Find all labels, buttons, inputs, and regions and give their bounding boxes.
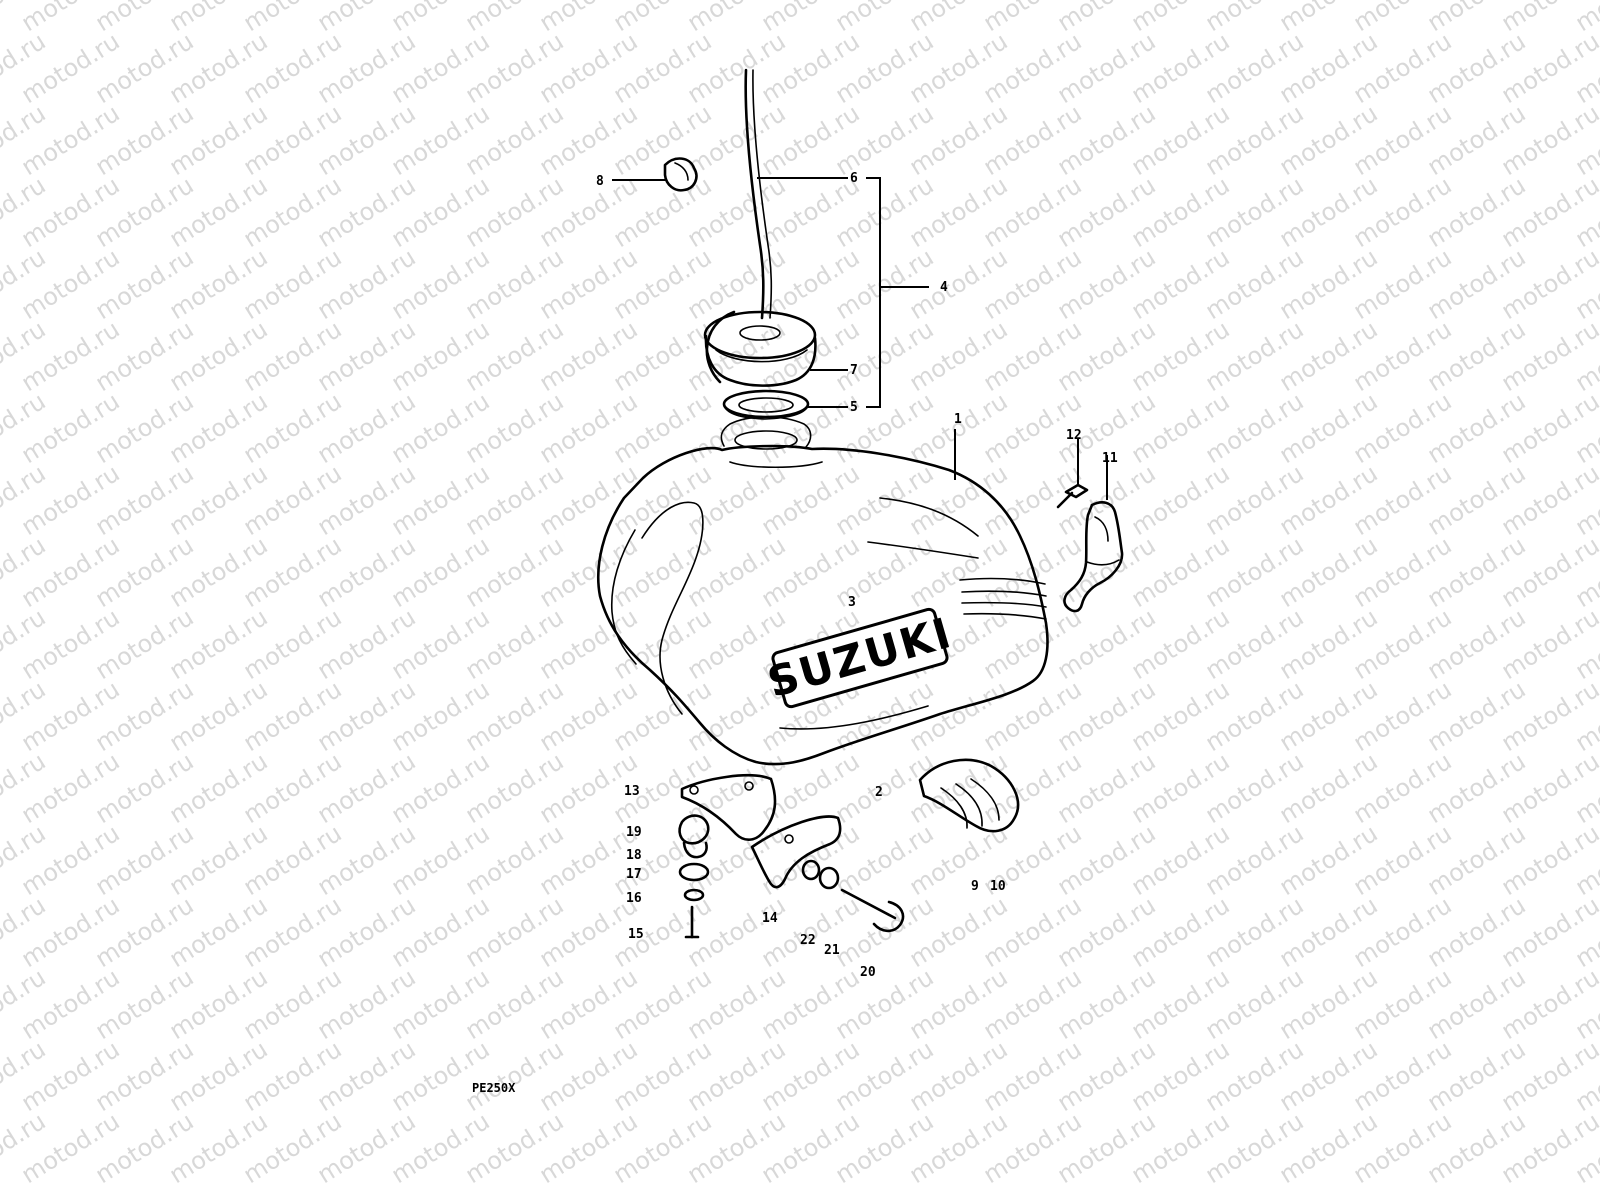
callout-14: 14 [762,911,778,926]
callout-1: 1 [954,412,962,427]
clip-part [663,157,698,192]
callout-8: 8 [596,174,604,189]
callout-6: 6 [850,171,858,186]
callout-10: 10 [990,879,1006,894]
callout-18: 18 [626,848,642,863]
callout-21: 21 [824,943,840,958]
right-bracket [1063,501,1124,613]
fuel-tank [596,416,1049,766]
callout-9: 9 [971,879,979,894]
cap-gasket [722,389,810,420]
callout-16: 16 [626,891,642,906]
front-strap [918,758,1020,833]
diagram-code: PE250X [472,1081,516,1095]
grommet-stack [678,814,710,939]
bracket-4 [866,177,881,408]
callout-2: 2 [875,785,883,800]
callout-4: 4 [940,280,948,295]
callout-20: 20 [860,965,876,980]
callout-3: 3 [848,595,856,610]
callout-11: 11 [1102,451,1118,466]
breather-hose [744,68,765,320]
callout-12: 12 [1066,428,1082,443]
callout-5: 5 [850,400,858,415]
breather-hose-inner [752,69,773,319]
rear-mount-bracket [750,815,842,889]
callout-13: 13 [624,784,640,799]
mounting-screw [1056,483,1089,509]
callout-22: 22 [800,933,816,948]
bolt-and-washers [801,859,905,933]
front-mount-bracket [680,774,777,841]
callout-7: 7 [850,363,858,378]
fuel-cap [703,310,817,387]
callout-19: 19 [626,825,642,840]
callout-17: 17 [626,867,642,882]
callout-15: 15 [628,927,644,942]
